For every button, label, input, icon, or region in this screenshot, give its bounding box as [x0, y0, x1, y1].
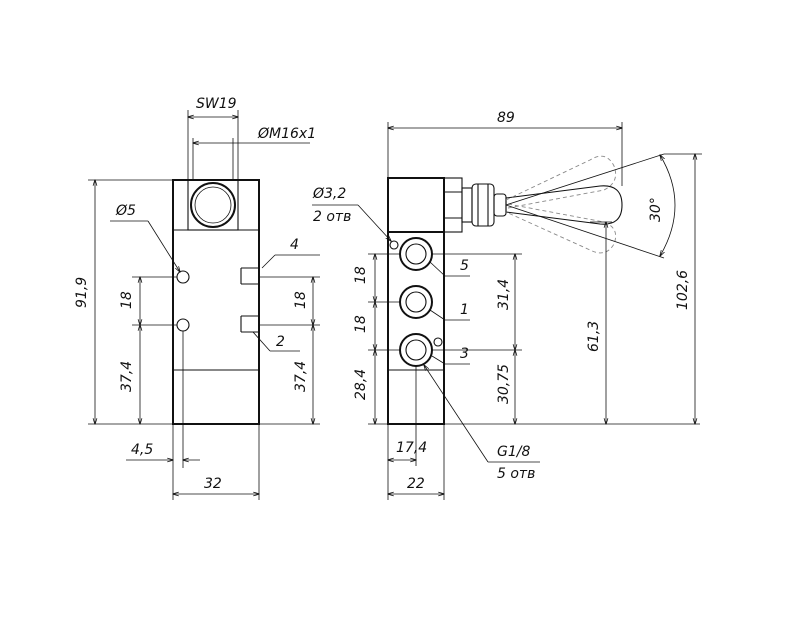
label-port-1: 1 — [460, 302, 469, 318]
lever-ghost-upper — [505, 155, 617, 209]
label-port-5: 5 — [460, 258, 469, 274]
label-port-count: 5 отв — [497, 466, 535, 482]
label-height-total: 91,9 — [74, 277, 90, 308]
label-bottom-left: 37,4 — [119, 361, 135, 392]
label-hole-offset: 4,5 — [131, 442, 153, 458]
label-sw19: SW19 — [196, 96, 237, 112]
valve-body-front — [172, 179, 260, 425]
port-3-inner — [405, 339, 427, 361]
hex-nut-side — [443, 177, 463, 233]
label-mount-hole: Ø5 — [115, 203, 136, 219]
label-small-hole: Ø3,2 — [312, 186, 346, 202]
lever-ghost-lower — [505, 203, 617, 254]
label-bottom-right: 37,4 — [293, 361, 309, 392]
label-span-a: 31,4 — [496, 279, 512, 310]
small-hole-lower — [433, 337, 443, 347]
mount-hole-lower — [176, 318, 190, 332]
label-overall-length: 89 — [497, 110, 515, 126]
label-hole-spacing-left: 18 — [119, 291, 135, 309]
label-span-b: 30,75 — [496, 364, 512, 404]
port-5-inner — [405, 243, 427, 265]
port-1-outer — [399, 285, 433, 319]
label-total-height: 102,6 — [675, 270, 691, 310]
label-port-2: 2 — [276, 334, 285, 350]
hex-nut-front — [187, 179, 239, 231]
mount-hole-upper — [176, 270, 190, 284]
label-lever-height: 61,3 — [586, 321, 602, 352]
label-angle: 30° — [648, 197, 664, 222]
front-view: SW19 ØM16x1 Ø5 91,9 18 37,4 18 37,4 — [74, 96, 320, 500]
label-depth: 22 — [407, 476, 425, 492]
label-bottom-offset: 28,4 — [353, 369, 369, 400]
label-port-thread: G1/8 — [497, 444, 530, 460]
label-port-4: 4 — [290, 237, 299, 253]
label-small-hole-count: 2 отв — [313, 209, 351, 225]
label-hole-spacing-right: 18 — [293, 291, 309, 309]
small-hole-upper — [389, 240, 399, 250]
lever-collar — [471, 183, 495, 227]
port-3-outer — [399, 333, 433, 367]
port-1-inner — [405, 291, 427, 313]
label-port-center: 17,4 — [396, 440, 427, 456]
label-pitch-top: 18 — [353, 266, 369, 284]
side-view: 30° 89 Ø3,2 2 отв 18 18 28,4 5 — [312, 110, 702, 500]
thread-port-circle — [190, 182, 236, 228]
label-pitch-bottom: 18 — [353, 315, 369, 333]
port-5-outer — [399, 237, 433, 271]
label-width: 32 — [204, 476, 222, 492]
label-port-3: 3 — [460, 346, 469, 362]
label-thread: ØM16x1 — [257, 126, 316, 142]
